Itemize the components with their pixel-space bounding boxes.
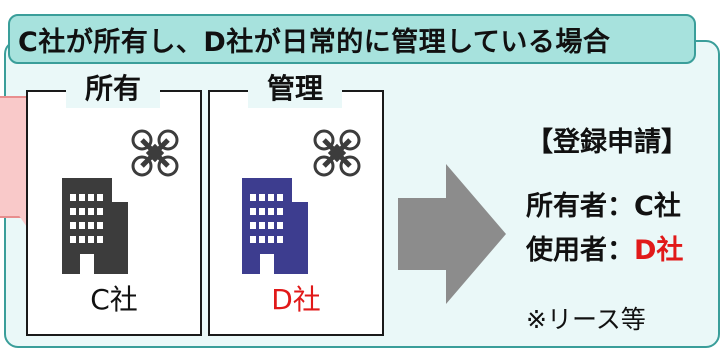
building-icon xyxy=(242,178,308,274)
owner-card-heading: 所有 xyxy=(66,70,160,108)
user-label: 使用者： xyxy=(526,235,634,266)
owner-label: 所有者： xyxy=(526,191,634,222)
drone-icon xyxy=(313,129,361,177)
lease-note: ※リース等 xyxy=(526,305,646,334)
owner-company-label: C社 xyxy=(90,283,138,316)
registration-title: 【登録申請】 xyxy=(526,127,688,158)
registration-user-line: 使用者：D社 xyxy=(526,228,683,267)
manager-card-heading: 管理 xyxy=(248,70,342,108)
drone-icon xyxy=(131,129,179,177)
arrow-right-icon xyxy=(398,164,506,304)
registration-owner-line: 所有者：C社 xyxy=(526,184,681,223)
manager-company-label: D社 xyxy=(271,283,321,316)
building-icon xyxy=(62,178,128,274)
user-value: D社 xyxy=(634,235,684,266)
owner-value: C社 xyxy=(634,191,681,222)
diagram-title: C社が所有し、D社が日常的に管理している場合 xyxy=(18,27,611,58)
title-banner xyxy=(8,14,696,64)
